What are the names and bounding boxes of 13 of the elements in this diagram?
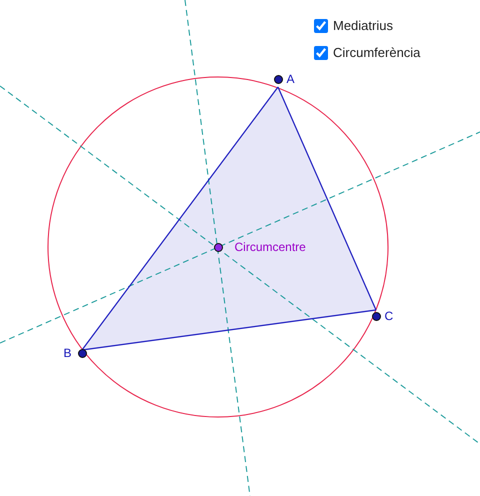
- point-label: A: [286, 72, 295, 86]
- point: [274, 72, 295, 86]
- triangle-side: [82, 309, 376, 351]
- point: [372, 309, 394, 323]
- point-label: C: [384, 309, 394, 323]
- checkbox: Circumferència: [314, 45, 420, 60]
- triangle-side: [277, 86, 377, 310]
- triangle-side: [82, 86, 278, 350]
- point: [64, 346, 87, 360]
- point: [214, 240, 306, 254]
- checkbox: Mediatrius: [314, 18, 393, 33]
- point-label: B: [64, 346, 72, 360]
- point-label: Circumcentre: [234, 240, 306, 254]
